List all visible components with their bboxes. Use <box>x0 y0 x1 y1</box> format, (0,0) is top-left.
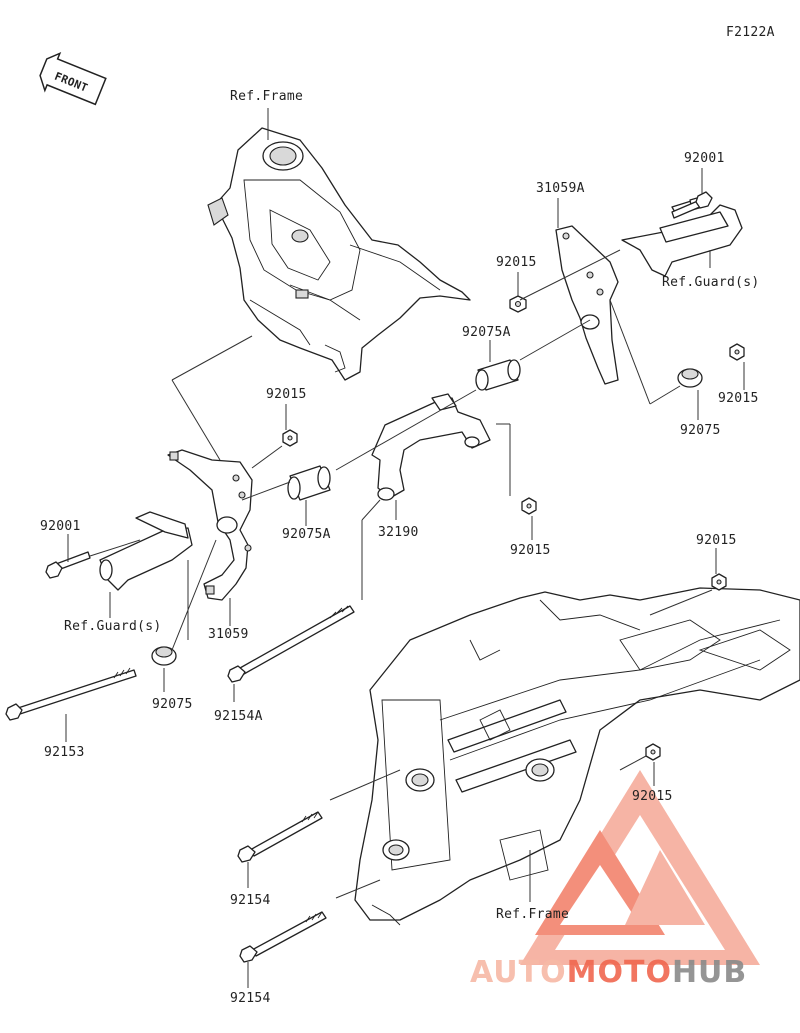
label-92015-b: 92015 <box>718 391 759 406</box>
label-92075a-upper: 92075A <box>462 325 511 340</box>
bolt-92154-a <box>237 811 323 863</box>
lower-frame-drawing <box>354 587 800 926</box>
label-92075-left: 92075 <box>152 697 193 712</box>
label-92001-left: 92001 <box>40 519 81 534</box>
nut-92015-f <box>645 743 661 761</box>
watermark-auto: AUTO <box>470 955 567 990</box>
label-32190: 32190 <box>378 525 419 540</box>
nut-92015-c <box>282 429 298 447</box>
bushing-92075a-lower <box>287 465 331 501</box>
crossmember-32190 <box>371 393 491 501</box>
front-arrow-icon: FRONT <box>39 51 107 106</box>
bushing-92075-right <box>677 368 703 388</box>
label-92154-b: 92154 <box>230 991 271 1006</box>
label-92154-a: 92154 <box>230 893 271 908</box>
label-ref-guard-right: Ref.Guard(s) <box>662 275 760 290</box>
nut-92015-a <box>509 295 527 313</box>
bracket-31059 <box>167 449 253 601</box>
upper-frame-drawing <box>207 127 471 381</box>
watermark-moto: MOTO <box>567 955 672 990</box>
bracket-31059a <box>555 225 619 385</box>
label-ref-frame-top: Ref.Frame <box>230 89 303 104</box>
part-labels: F2122A Ref.Frame 92001 31059A 92015 Ref.… <box>40 25 775 1006</box>
bolt-92154-b <box>239 911 327 963</box>
svg-text:AUTOMOTOHUB: AUTOMOTOHUB <box>470 955 747 990</box>
label-92015-e: 92015 <box>696 533 737 548</box>
label-92153: 92153 <box>44 745 85 760</box>
bushing-92075a-upper <box>475 359 521 391</box>
label-ref-frame-bottom: Ref.Frame <box>496 907 569 922</box>
label-92075a-lower: 92075A <box>282 527 331 542</box>
nut-92015-e <box>711 573 727 591</box>
nut-92015-b <box>729 343 745 361</box>
watermark-text: AUTOMOTOHUB <box>470 955 747 990</box>
label-92015-f: 92015 <box>632 789 673 804</box>
label-92075-right: 92075 <box>680 423 721 438</box>
bolt-92154a <box>227 605 355 683</box>
watermark-hub: HUB <box>672 955 747 990</box>
label-92015-a: 92015 <box>496 255 537 270</box>
label-92001-right: 92001 <box>684 151 725 166</box>
label-ref-guard-left: Ref.Guard(s) <box>64 619 162 634</box>
label-31059: 31059 <box>208 627 249 642</box>
guard-bracket-left <box>99 511 193 591</box>
bushing-92075-left <box>151 646 177 666</box>
bolt-92001-right <box>671 191 713 219</box>
leader-lines <box>65 108 745 988</box>
label-92015-d: 92015 <box>510 543 551 558</box>
label-92015-c: 92015 <box>266 387 307 402</box>
bolt-92001-left <box>45 551 91 579</box>
diagram-code: F2122A <box>726 25 775 40</box>
bolt-92153 <box>5 667 137 721</box>
label-92154a: 92154A <box>214 709 263 724</box>
label-31059a: 31059A <box>536 181 585 196</box>
nut-92015-d <box>521 497 537 515</box>
watermark-logo <box>520 770 760 965</box>
